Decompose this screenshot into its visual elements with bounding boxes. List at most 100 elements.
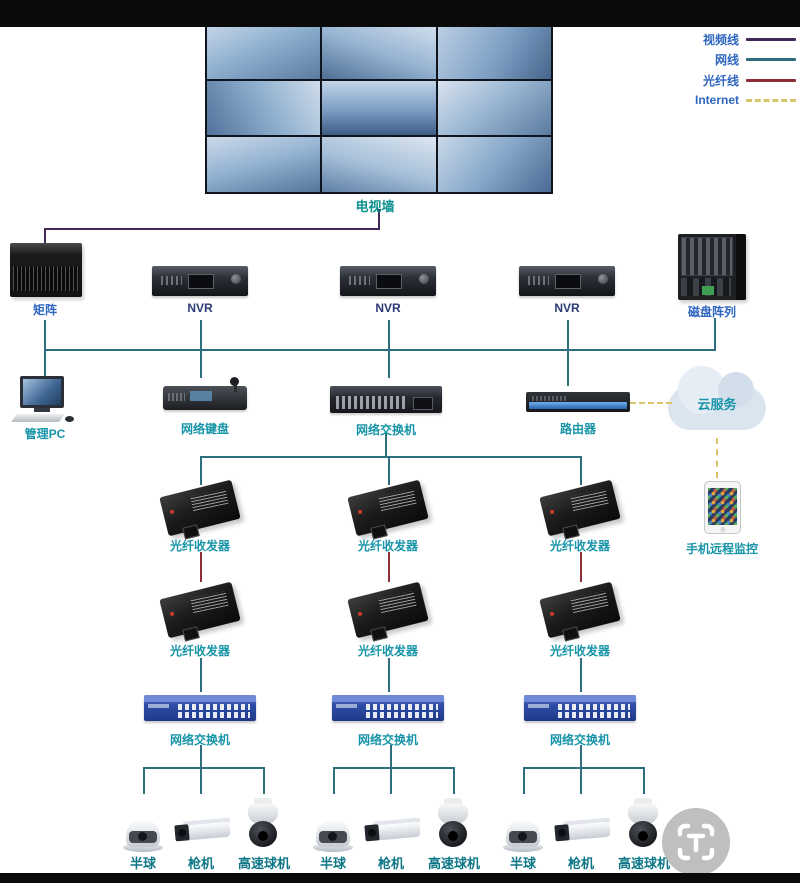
switch-ports: [365, 704, 439, 710]
network-cable-segment: [263, 767, 265, 794]
network-bus: [143, 767, 265, 769]
access-switch-device: [144, 695, 256, 721]
management-pc-label: 管理PC: [24, 427, 66, 441]
network-bus: [44, 349, 716, 351]
joystick-stem: [233, 383, 237, 392]
switch-ports: [557, 704, 631, 710]
led-indicator: [357, 509, 363, 515]
legend-label-video: 视频线: [702, 33, 739, 47]
dome-camera-label: 半球: [129, 856, 157, 871]
matrix-label: 矩阵: [32, 303, 58, 317]
bullet-camera: [554, 817, 612, 847]
network-cable-segment: [200, 767, 202, 794]
legend-row-video: 视频线: [600, 31, 796, 48]
network-cable-segment: [200, 745, 202, 768]
fiber-line-swatch: [746, 79, 796, 82]
dome-camera-label: 半球: [509, 856, 537, 871]
network-cable-segment: [200, 456, 202, 485]
network-line-swatch: [746, 58, 796, 61]
fiber-transceiver-device: [539, 479, 621, 540]
rj45-port: [562, 626, 580, 642]
label-strip: [190, 590, 229, 614]
ptz-cap: [254, 798, 272, 805]
network-cable-segment: [333, 767, 335, 794]
nvr-device-3: [519, 266, 615, 296]
internet-line-swatch: [746, 98, 796, 102]
network-cable-segment: [388, 320, 390, 378]
fiber-cable-segment: [580, 552, 582, 582]
nvr-device-1: [152, 266, 248, 296]
bullet-camera-label: 枪机: [187, 856, 215, 871]
cloud-service: 云服务: [668, 366, 766, 430]
switch-top-face: [332, 695, 444, 702]
camera-feed: [207, 80, 321, 136]
watermark-badge: [662, 808, 730, 876]
network-cable-segment: [580, 745, 582, 768]
network-cable-segment: [200, 320, 202, 378]
fiber-transceiver-device: [347, 581, 429, 642]
network-cable-segment: [580, 658, 582, 692]
keyboard-screen: [189, 391, 212, 402]
ptz-camera: [626, 798, 660, 850]
switch-ports: [365, 712, 439, 718]
nvr-buttons: [160, 276, 182, 286]
ptz-camera-label: 高速球机: [237, 856, 291, 871]
rj45-port: [370, 626, 388, 642]
router-label: 路由器: [559, 422, 597, 436]
dome-base: [503, 843, 543, 852]
legend-row-internet: Internet: [600, 93, 796, 107]
camera-lens: [328, 832, 337, 841]
pc-monitor: [20, 376, 64, 408]
switch-logo: [528, 704, 549, 708]
disk-array-device: [678, 234, 746, 300]
nvr-label-2: NVR: [375, 301, 401, 315]
fiber-transceiver-device: [539, 581, 621, 642]
fiber-transceiver-device: [159, 581, 241, 642]
ptz-body: [628, 804, 658, 824]
dome-camera: [503, 814, 543, 852]
router-vents: [532, 396, 566, 401]
video-cable-segment: [44, 228, 46, 246]
matrix-device: [10, 243, 82, 297]
network-bus: [200, 456, 581, 458]
camera-lens: [518, 832, 527, 841]
label-strip: [570, 590, 609, 614]
top-black-bar: [0, 0, 800, 27]
camera-group-1: 半球 枪机 高速球机: [120, 740, 290, 880]
camera-feed: [322, 137, 436, 192]
pc-screen: [23, 379, 61, 405]
switch-top-face: [524, 695, 636, 702]
disk-green-module: [702, 286, 715, 296]
network-cable-segment: [44, 320, 46, 378]
camera-feed: [437, 80, 551, 136]
led-indicator: [169, 509, 175, 515]
video-wall: [205, 22, 553, 194]
disk-array-label: 磁盘阵列: [687, 305, 737, 319]
label-strip: [190, 488, 229, 512]
disk-side-panel: [735, 234, 746, 300]
pc-keyboard: [11, 414, 65, 422]
camera-feed: [322, 24, 436, 79]
network-cable-segment: [714, 318, 716, 351]
router-blue-stripe: [529, 402, 627, 409]
legend-row-fiber: 光纤线: [600, 72, 796, 89]
access-switch-device: [332, 695, 444, 721]
access-switch-label: 网络交换机: [169, 733, 231, 747]
nvr-knob: [231, 273, 242, 284]
camera-lens: [638, 831, 648, 841]
label-strip: [378, 488, 417, 512]
dome-camera: [313, 814, 353, 852]
video-cable-segment: [44, 228, 380, 230]
network-cable-segment: [390, 767, 392, 794]
network-keyboard-device: [163, 377, 247, 410]
network-cable-segment: [200, 658, 202, 692]
dome-base: [123, 843, 163, 852]
phone-home-button: [720, 527, 725, 532]
nvr-label-3: NVR: [554, 301, 580, 315]
bullet-camera: [174, 817, 232, 847]
fiber-transceiver-device: [347, 479, 429, 540]
dome-base: [313, 843, 353, 852]
nvr-display: [188, 274, 215, 289]
switch-logo: [336, 704, 357, 708]
nvr-knob: [598, 273, 609, 284]
